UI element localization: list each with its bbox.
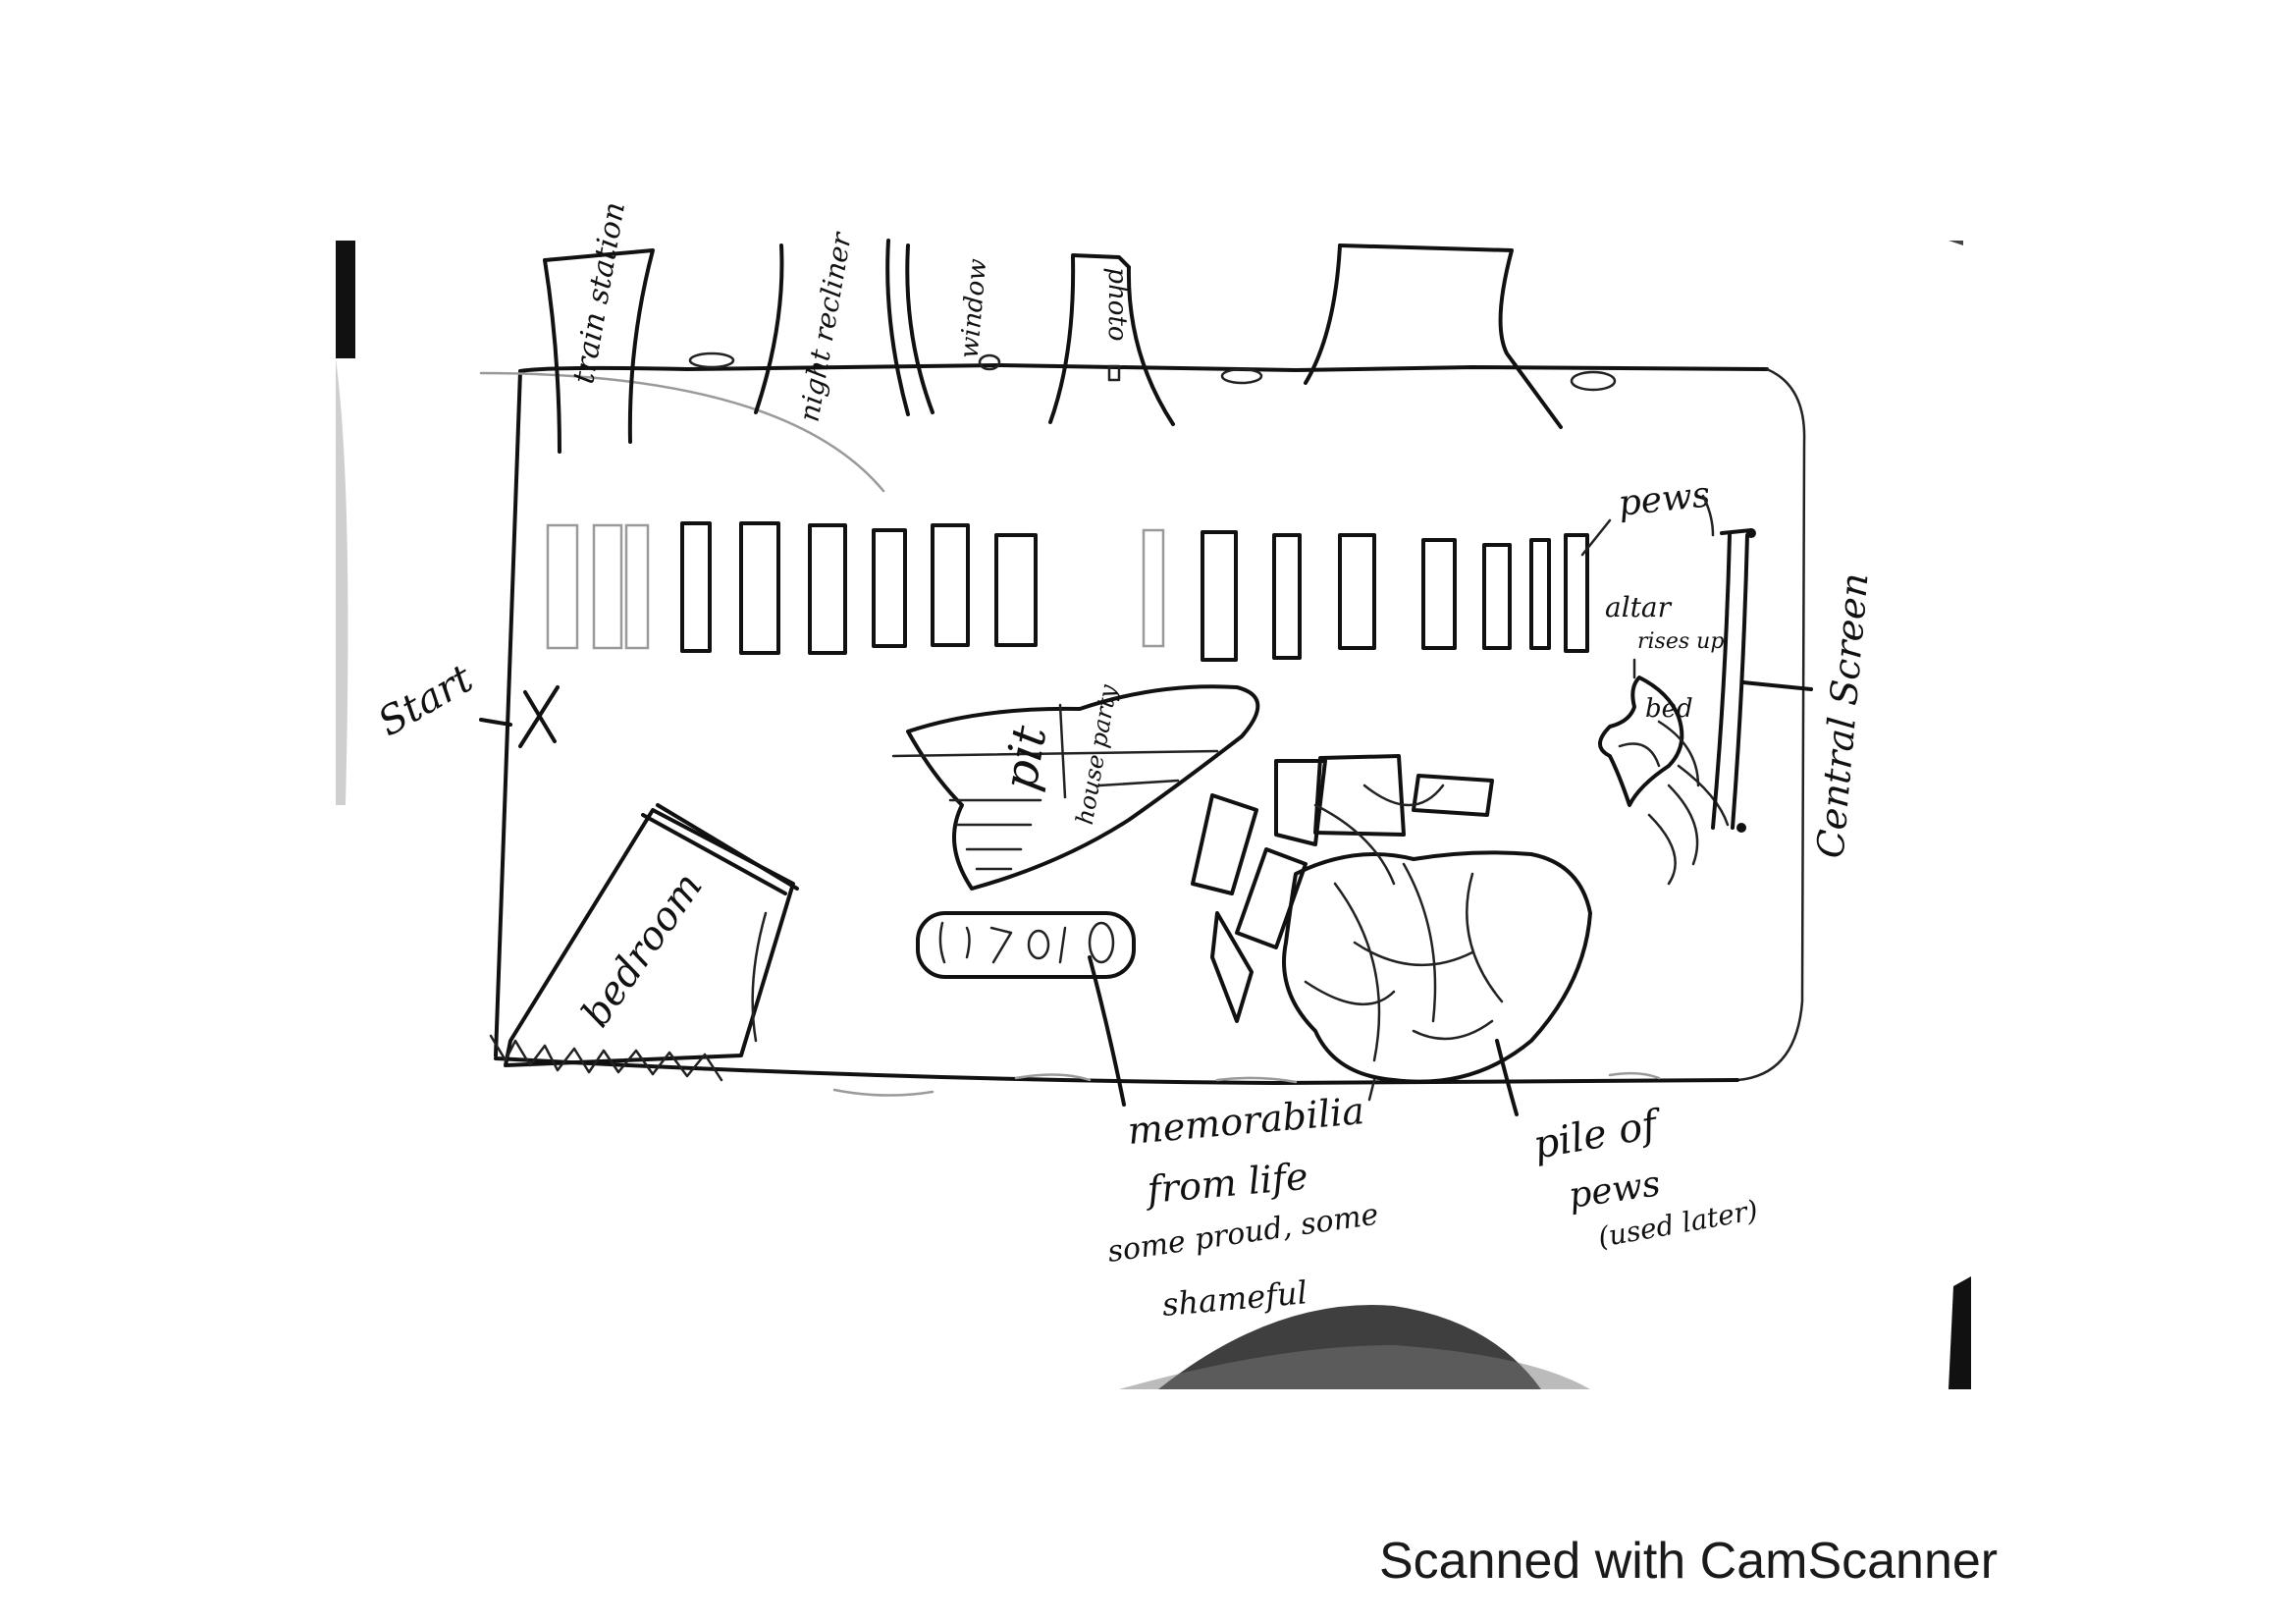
start-marker — [479, 685, 560, 748]
pew — [931, 523, 970, 647]
label-memorabilia-1: memorabilia — [1126, 1089, 1366, 1153]
pew — [808, 523, 847, 655]
label-pile-2: pews — [1567, 1163, 1663, 1217]
pew — [1338, 533, 1376, 650]
label-central-screen: Central Screen — [1808, 571, 1876, 860]
label-bedroom: bedroom — [573, 865, 712, 1036]
label-pit: pit — [992, 721, 1058, 794]
label-memorabilia-2: from life — [1143, 1155, 1309, 1212]
pew — [1272, 533, 1302, 660]
pew — [1529, 538, 1551, 650]
bedroom — [489, 803, 799, 1082]
pew — [872, 528, 907, 648]
top-doors — [543, 239, 1617, 454]
label-altar-rises-up: rises up — [1637, 629, 1724, 654]
label-start: Start — [371, 656, 482, 746]
label-altar: altar — [1605, 591, 1673, 623]
scan-edges — [336, 241, 1971, 1389]
label-pews: pews — [1617, 474, 1712, 524]
label-memorabilia-4: shameful — [1160, 1273, 1308, 1324]
memorabilia-box — [916, 911, 1136, 1107]
label-night-recliner: night recliner — [792, 229, 858, 424]
pew — [1201, 530, 1238, 662]
pew — [1564, 533, 1589, 653]
label-altar-bed: bed — [1645, 694, 1693, 724]
label-photo: photo — [1102, 267, 1132, 341]
pew — [680, 521, 712, 653]
pile-of-pews — [1191, 754, 1592, 1116]
altar: altar rises up bed — [1598, 591, 1730, 886]
label-pile-1: pile of — [1530, 1102, 1667, 1168]
label-memorabilia-3: some proud, some — [1105, 1198, 1380, 1270]
central-screen — [1711, 528, 1813, 833]
pew — [1421, 538, 1457, 650]
label-train-station: train station — [566, 199, 632, 386]
pew — [994, 533, 1038, 647]
pew — [739, 521, 780, 655]
label-window: window — [955, 257, 993, 359]
room-outline — [479, 363, 1806, 1085]
pew — [1482, 543, 1512, 650]
camscanner-watermark: Scanned with CamScanner — [1379, 1533, 1999, 1590]
pit-area — [891, 684, 1260, 891]
label-house-party: house party — [1071, 682, 1123, 827]
pews — [546, 521, 1589, 662]
